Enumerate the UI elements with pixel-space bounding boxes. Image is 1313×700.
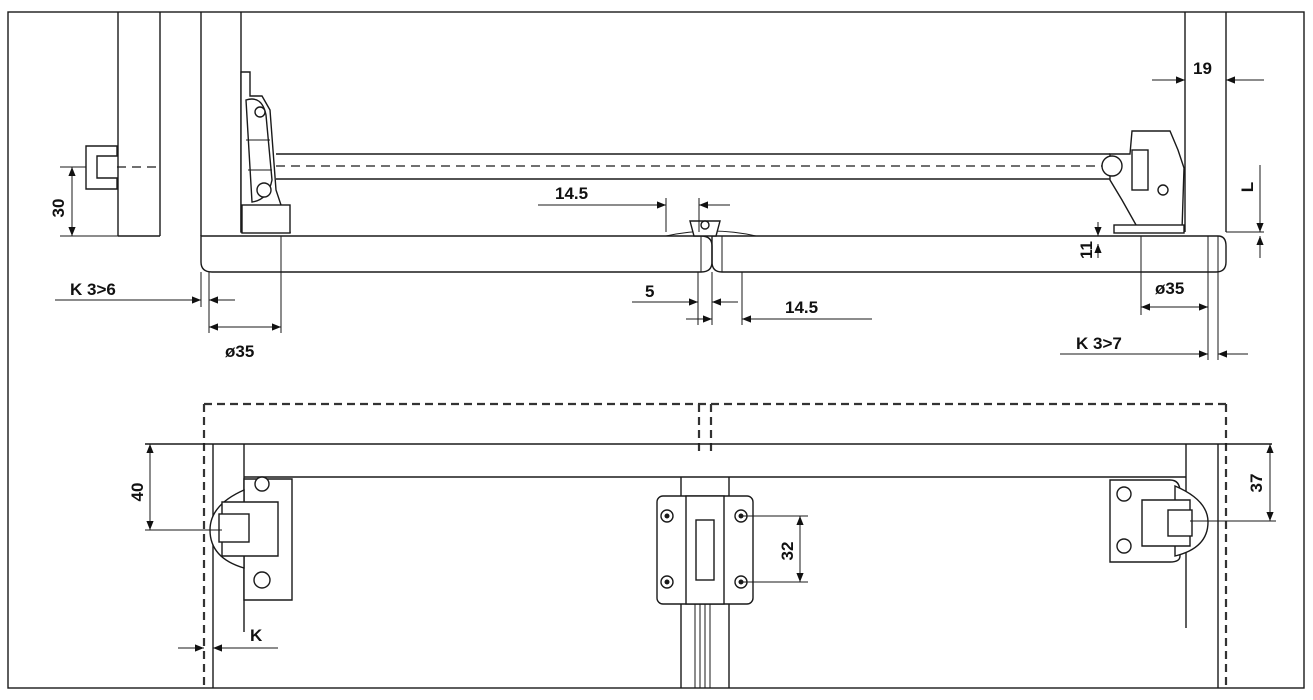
left-panel xyxy=(117,12,161,237)
dimension-k3-6: K 3>6 xyxy=(55,280,235,304)
dim-d35-right-label: ø35 xyxy=(1155,279,1184,298)
cabinet-inner-lines xyxy=(145,443,1272,688)
dimension-19: 19 xyxy=(1152,59,1264,84)
front-view: 40 32 37 K xyxy=(128,402,1276,688)
dim-30-label: 30 xyxy=(49,199,68,218)
dim-37-label: 37 xyxy=(1247,474,1266,493)
dimension-d35-left: ø35 xyxy=(209,323,281,361)
left-hinge xyxy=(240,71,291,234)
dim-K-label: K xyxy=(250,626,263,645)
right-hinge xyxy=(1101,130,1185,234)
door-outline-dashed xyxy=(202,402,1228,688)
dimension-30: 30 xyxy=(49,167,76,236)
left-mounting-plate xyxy=(85,145,118,190)
left-cabinet-side xyxy=(200,12,242,236)
dimension-32: 32 xyxy=(778,516,804,582)
dimension-14-5-bottom: 14.5 xyxy=(686,298,872,323)
dim-5-label: 5 xyxy=(645,282,654,301)
left-door xyxy=(200,235,713,273)
dim-14-5-top-label: 14.5 xyxy=(555,184,588,203)
dimension-K: K xyxy=(178,626,278,652)
dimension-14-5-top: 14.5 xyxy=(538,184,730,209)
dim-14-5-bottom-label: 14.5 xyxy=(785,298,818,317)
dimension-11: 11 xyxy=(1077,222,1102,259)
dim-19-label: 19 xyxy=(1193,59,1212,78)
dim-k3-7-label: K 3>7 xyxy=(1076,334,1122,353)
dimension-k3-7: K 3>7 xyxy=(1060,334,1248,358)
dim-L-label: L xyxy=(1238,182,1257,192)
dim-40-label: 40 xyxy=(128,483,147,502)
dim-11-label: 11 xyxy=(1077,241,1096,259)
right-door xyxy=(711,235,1227,273)
dimension-5: 5 xyxy=(632,282,738,306)
top-view: 30 K 3>6 ø35 14.5 5 14.5 xyxy=(49,12,1264,361)
dimension-37: 37 xyxy=(1247,444,1274,521)
hinge-bar xyxy=(276,153,1110,180)
center-hinge-plate-front xyxy=(656,495,754,605)
drawing-frame xyxy=(7,11,1305,689)
dim-k3-6-label: K 3>6 xyxy=(70,280,116,299)
dim-d35-left-label: ø35 xyxy=(225,342,254,361)
dimension-L: L xyxy=(1238,165,1264,258)
right-cabinet-side xyxy=(1184,12,1227,232)
dimension-d35-right: ø35 xyxy=(1141,279,1208,311)
dim-32-label: 32 xyxy=(778,542,797,561)
dimension-40: 40 xyxy=(128,444,154,530)
left-hinge-plate-front xyxy=(209,476,293,601)
